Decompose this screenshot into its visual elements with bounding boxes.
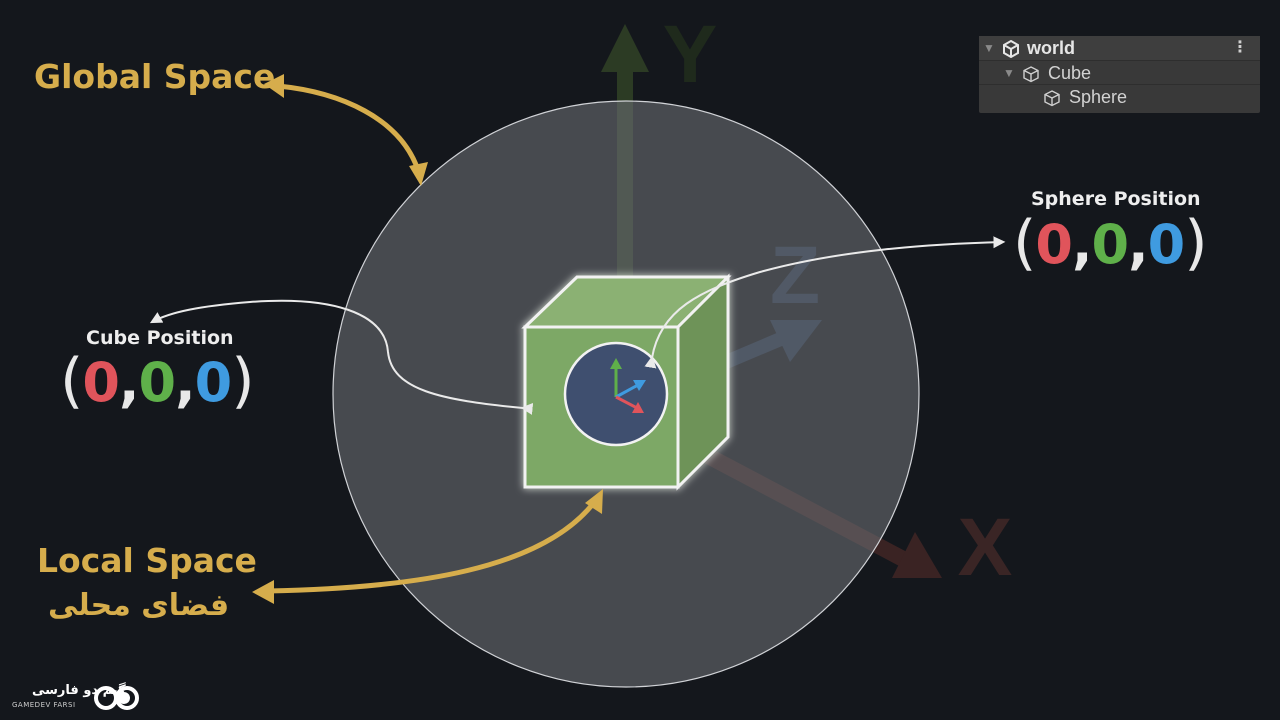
local-space-label: Local Space [37,541,257,580]
gizmo-x-head [632,402,644,413]
local-axis-gizmo [610,358,646,413]
open-paren: ( [60,346,83,416]
hierarchy-panel: ▼ world ⋮ ▼ Cube Sphere [979,36,1260,113]
y-value: 0 [138,351,177,414]
z-value: 0 [194,351,233,414]
hierarchy-item-world[interactable]: ▼ world ⋮ [979,36,1260,60]
y-value: 0 [1091,213,1130,276]
hierarchy-label: Cube [1048,63,1092,83]
expand-triangle-icon[interactable]: ▼ [983,41,995,55]
x-value: 0 [82,351,120,414]
sphere-position-value: (0,0,0) [1013,208,1208,278]
world-x-label: X [958,502,1013,593]
separator: , [1072,213,1092,276]
gizmo-y-head [610,358,622,369]
sphere-position-arrow [644,236,1006,369]
logo-text-en: GAMEDEV FARSI [12,701,76,709]
close-paren: ) [1184,208,1207,278]
open-paren: ( [1013,208,1036,278]
hierarchy-label: Sphere [1069,87,1128,107]
local-space-label-fa: فضای محلی [48,588,230,623]
separator: , [1128,213,1148,276]
local-space-arrow [252,489,603,604]
gamedev-farsi-logo: گیم دو فارسی GAMEDEV FARSI [12,683,142,713]
cube-icon [1044,90,1060,107]
x-value: 0 [1035,213,1073,276]
logo-mark [94,686,139,710]
logo-text-fa: گیم دو فارسی [32,683,126,698]
global-space-arrow [264,74,428,186]
hierarchy-item-cube[interactable]: ▼ Cube [979,60,1260,85]
cube-icon [1023,66,1039,83]
unity-logo-icon [1003,40,1019,58]
world-y-arrowhead [601,24,649,72]
cube-position-arrow [149,299,534,415]
sphere-position-title: Sphere Position [1031,188,1201,210]
global-space-label: Global Space [34,57,276,96]
kebab-menu-icon[interactable]: ⋮ [1232,39,1248,56]
hierarchy-item-sphere[interactable]: Sphere [979,84,1260,109]
world-y-label: Y [663,9,718,100]
close-paren: ) [231,346,254,416]
expand-triangle-icon[interactable]: ▼ [1003,66,1015,80]
cube-position-value: (0,0,0) [60,346,255,416]
z-value: 0 [1147,213,1186,276]
gizmo-x-axis [615,395,638,410]
separator: , [175,351,195,414]
cube-position-title: Cube Position [86,327,234,349]
separator: , [119,351,139,414]
world-x-arrowhead [892,532,942,578]
gizmo-z-axis [615,383,639,399]
gizmo-z-head [633,380,646,391]
hierarchy-label: world [1027,38,1075,58]
